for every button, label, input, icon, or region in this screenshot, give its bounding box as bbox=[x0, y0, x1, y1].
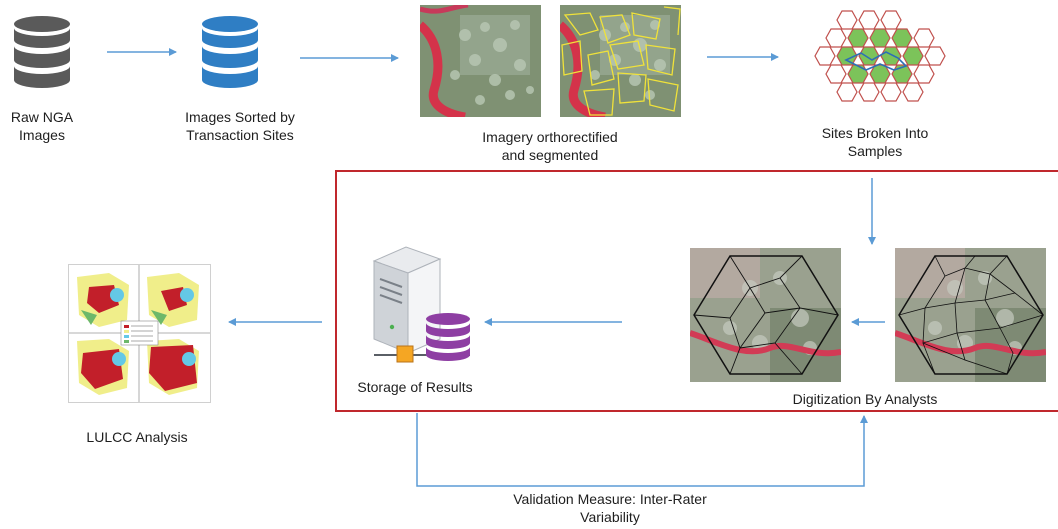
lulcc-label: LULCC Analysis bbox=[86, 429, 188, 445]
validation-feedback-loop bbox=[416, 413, 868, 487]
analyst-digitization-image-1 bbox=[690, 248, 841, 382]
storage-label: Storage of Results bbox=[357, 379, 473, 395]
raw-images-label: Raw NGA Images bbox=[10, 109, 74, 143]
orthorectified-image bbox=[420, 5, 541, 117]
analyst-stage-highlight-box bbox=[335, 170, 1058, 412]
raw-images-database-icon bbox=[10, 14, 74, 94]
sorted-images-label: Images Sorted by Transaction Sites bbox=[185, 109, 295, 143]
server-database-icon bbox=[366, 243, 476, 368]
segmented-image bbox=[560, 5, 681, 117]
orthorectified-label: Imagery orthorectified and segmented bbox=[482, 129, 618, 163]
lulcc-analysis-maps bbox=[68, 264, 211, 403]
validation-label: Validation Measure: Inter-Rater Variabil… bbox=[513, 491, 707, 525]
sorted-images-database-icon bbox=[198, 14, 262, 94]
analyst-digitization-image-2 bbox=[895, 248, 1046, 382]
hexagon-grid-icon bbox=[806, 8, 946, 108]
digitization-label: Digitization By Analysts bbox=[792, 391, 938, 407]
sites-samples-label: Sites Broken Into Samples bbox=[821, 125, 929, 159]
